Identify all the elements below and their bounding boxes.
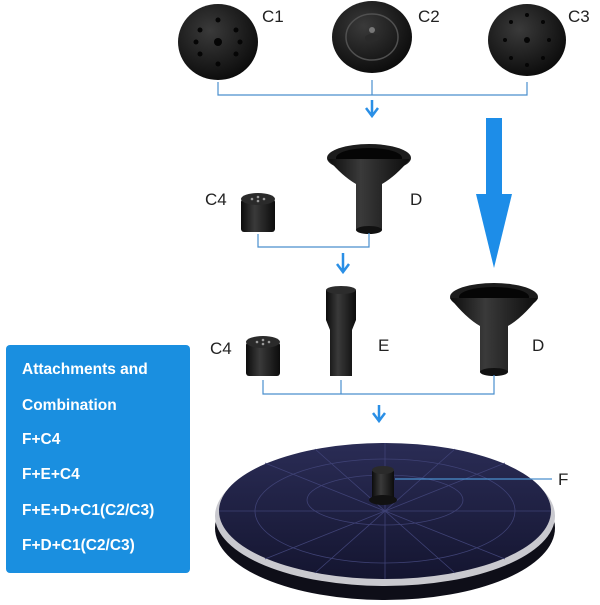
funnel-d-right bbox=[450, 283, 538, 376]
combo-item: F+C4 bbox=[22, 431, 61, 448]
label-f: F bbox=[558, 470, 569, 489]
label-d-top: D bbox=[410, 190, 423, 209]
combo-item: F+D+C1(C2/C3) bbox=[22, 537, 135, 554]
label-c4-mid: C4 bbox=[210, 339, 232, 358]
label-c4-top: C4 bbox=[205, 190, 227, 209]
label-c3: C3 bbox=[568, 7, 590, 26]
tube-e bbox=[326, 286, 356, 376]
panel-heading-line2: Combination bbox=[22, 397, 117, 414]
arrow-small-3 bbox=[372, 405, 386, 424]
arrow-small-2 bbox=[336, 253, 350, 275]
combo-item: F+E+D+C1(C2/C3) bbox=[22, 502, 155, 519]
solar-fountain-f bbox=[215, 443, 555, 600]
nozzle-c2 bbox=[332, 1, 412, 73]
combination-panel: Attachments and Combination F+C4 F+E+C4 … bbox=[6, 345, 190, 573]
nozzle-c1 bbox=[178, 4, 258, 80]
label-d-right: D bbox=[532, 336, 545, 355]
cap-c4-top bbox=[241, 193, 275, 232]
label-e: E bbox=[378, 336, 390, 355]
big-arrow bbox=[476, 118, 512, 268]
cap-c4-mid bbox=[246, 336, 280, 376]
connector-top bbox=[217, 80, 528, 96]
label-c2: C2 bbox=[418, 7, 440, 26]
combo-item: F+E+C4 bbox=[22, 466, 80, 483]
funnel-d-top bbox=[327, 144, 411, 234]
panel-heading-line1: Attachments and bbox=[22, 361, 148, 378]
connector-bottom bbox=[262, 375, 495, 395]
arrow-small-1 bbox=[365, 100, 379, 119]
nozzle-c3 bbox=[488, 4, 566, 76]
label-c1: C1 bbox=[262, 7, 284, 26]
connector-mid bbox=[257, 233, 370, 248]
